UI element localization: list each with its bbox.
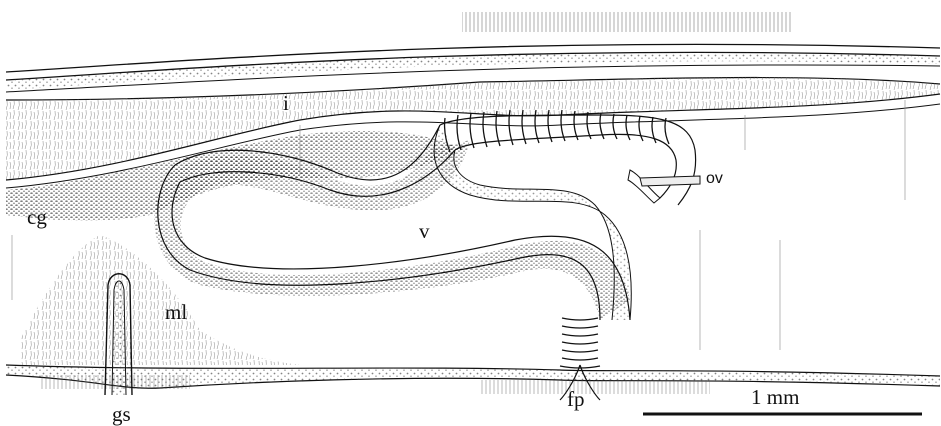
lower-body-wall [6, 365, 940, 400]
muscle-rings-lower [560, 318, 600, 368]
label-v: v [419, 221, 430, 242]
label-cg: cg [27, 207, 47, 228]
muscle-layer [20, 235, 300, 365]
label-gs: gs [112, 404, 131, 425]
scale-bar-label: 1 mm [751, 387, 799, 408]
label-i: i [283, 93, 289, 114]
oviduct [628, 170, 700, 203]
label-fp: fp [567, 389, 585, 410]
label-ov: ov [706, 171, 723, 187]
label-ml: ml [165, 302, 187, 323]
